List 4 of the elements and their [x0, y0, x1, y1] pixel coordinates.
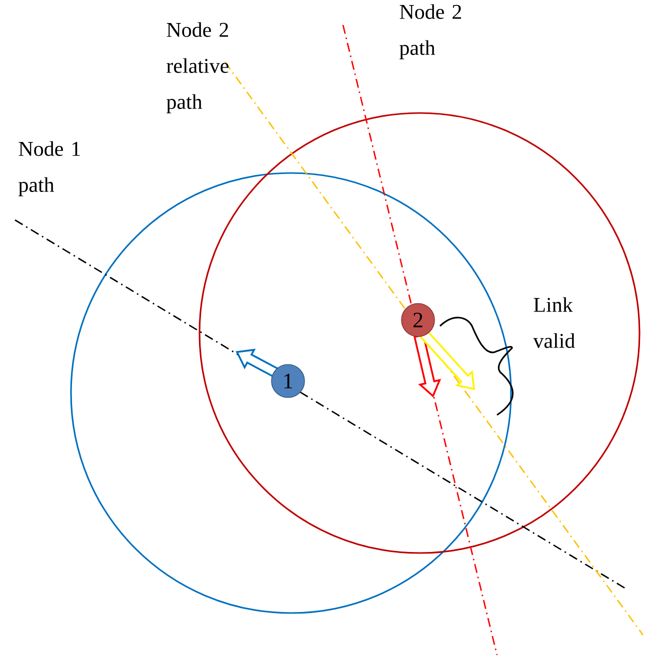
path-label: Node 2 relative path: [166, 22, 228, 114]
path-label: Node 1 path: [18, 141, 80, 196]
path-label: Node 2 path: [400, 4, 462, 60]
path-label: Link valid: [533, 297, 575, 348]
